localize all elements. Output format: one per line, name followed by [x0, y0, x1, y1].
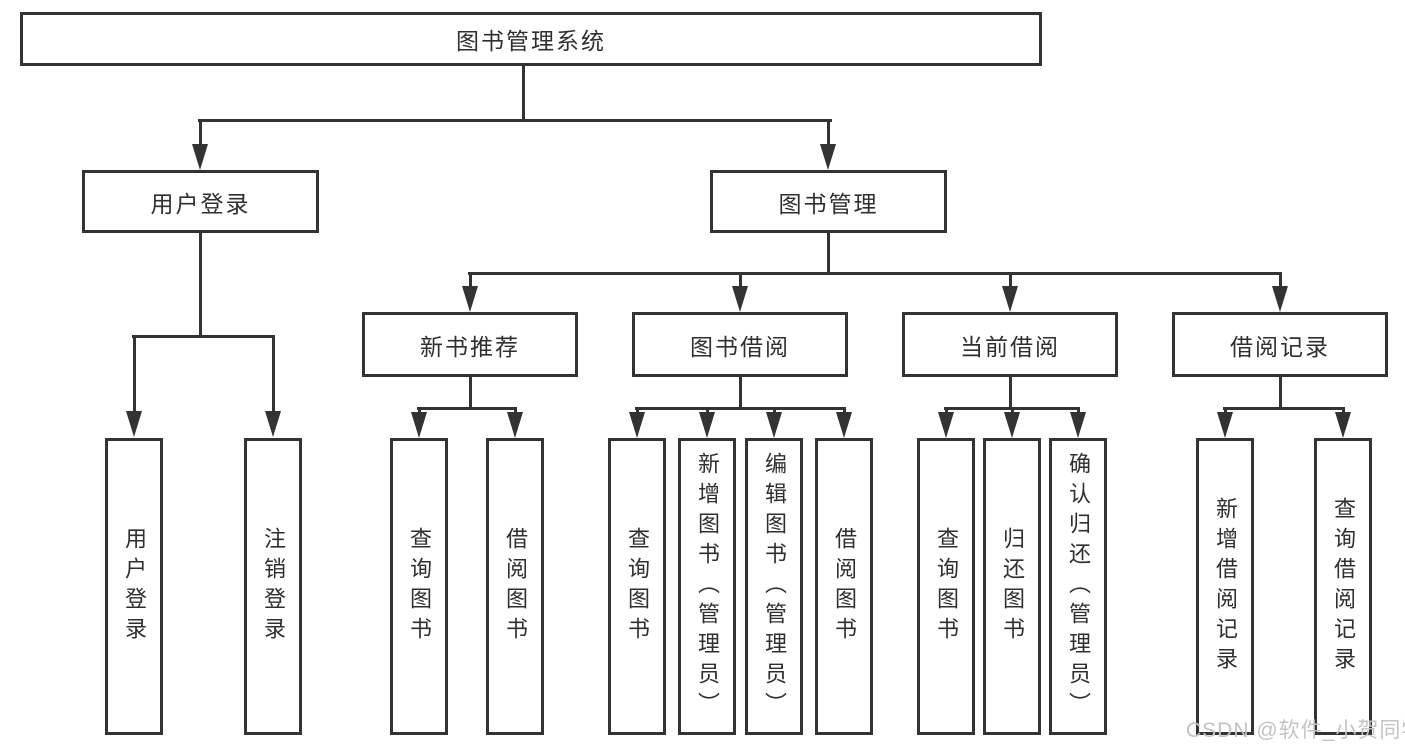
arrow-down-icon	[1070, 412, 1086, 438]
leaf-label: 查询借阅记录	[1331, 496, 1356, 677]
connector-line	[1279, 377, 1282, 409]
connector-line	[1342, 407, 1345, 415]
connector-line	[469, 272, 472, 288]
arrow-down-icon	[938, 412, 954, 438]
connector-line	[773, 407, 776, 415]
leaf-label: 查询图书	[625, 526, 650, 647]
node-label: 借阅记录	[1230, 333, 1330, 360]
connector-line	[1011, 407, 1014, 415]
connector-line	[706, 407, 709, 415]
node-library-management-system: 图书管理系统	[20, 12, 1042, 66]
connector-line	[199, 233, 202, 337]
arrow-down-icon	[1217, 412, 1233, 438]
arrow-down-icon	[126, 411, 142, 437]
connector-line	[469, 377, 472, 409]
leaf-label: 新增借阅记录	[1213, 496, 1238, 677]
connector-line	[1077, 407, 1080, 415]
leaf-query-borrow-record: 查询借阅记录	[1314, 438, 1372, 735]
connector-line	[1223, 407, 1345, 410]
leaf-label: 查询图书	[407, 526, 432, 647]
arrow-down-icon	[1272, 286, 1288, 312]
leaf-label: 借阅图书	[503, 526, 528, 647]
node-label: 图书借阅	[690, 333, 790, 360]
leaf-user-login: 用户登录	[105, 438, 163, 735]
arrow-down-icon	[699, 412, 715, 438]
leaf-label: 新增图书（管理员）	[695, 451, 720, 722]
leaf-edit-book-admin: 编辑图书（管理员）	[745, 438, 803, 735]
leaf-logout: 注销登录	[244, 438, 302, 735]
connector-line	[1224, 407, 1227, 415]
arrow-down-icon	[732, 286, 748, 312]
arrow-down-icon	[1004, 412, 1020, 438]
connector-line	[132, 335, 275, 338]
connector-line	[468, 272, 1282, 275]
arrow-down-icon	[411, 412, 427, 438]
leaf-borrow-books-borrowing: 借阅图书	[815, 438, 873, 735]
leaf-label: 编辑图书（管理员）	[762, 451, 787, 722]
node-new-book-recommendation: 新书推荐	[362, 312, 578, 377]
connector-line	[198, 119, 832, 122]
leaf-label: 借阅图书	[832, 526, 857, 647]
node-label: 图书管理系统	[456, 28, 606, 54]
leaf-label: 确认归还（管理员）	[1066, 451, 1091, 722]
connector-line	[133, 335, 136, 412]
connector-line	[827, 119, 830, 147]
node-label: 当前借阅	[960, 333, 1060, 360]
watermark: CSDN @软件_小贺同学	[1186, 719, 1405, 742]
leaf-label: 归还图书	[1000, 526, 1025, 647]
arrow-down-icon	[1002, 286, 1018, 312]
leaf-query-books-current: 查询图书	[917, 438, 975, 735]
node-user-login: 用户登录	[82, 170, 319, 233]
connector-line	[514, 407, 517, 415]
arrow-down-icon	[507, 412, 523, 438]
node-label: 新书推荐	[420, 333, 520, 360]
node-borrowing-records: 借阅记录	[1172, 312, 1388, 377]
connector-line	[636, 407, 639, 415]
arrow-down-icon	[265, 411, 281, 437]
connector-line	[739, 272, 742, 288]
arrow-down-icon	[836, 412, 852, 438]
arrow-down-icon	[462, 286, 478, 312]
connector-line	[272, 335, 275, 412]
connector-line	[418, 407, 421, 415]
connector-line	[1009, 272, 1012, 288]
leaf-borrow-books-recommend: 借阅图书	[486, 438, 544, 735]
arrow-down-icon	[192, 144, 208, 170]
leaf-label: 注销登录	[261, 526, 286, 647]
connector-line	[945, 407, 948, 415]
leaf-return-books: 归还图书	[983, 438, 1041, 735]
leaf-query-books-recommend: 查询图书	[390, 438, 448, 735]
leaf-query-books-borrowing: 查询图书	[608, 438, 666, 735]
arrow-down-icon	[766, 412, 782, 438]
node-book-management: 图书管理	[710, 170, 947, 233]
leaf-confirm-return-admin: 确认归还（管理员）	[1049, 438, 1107, 735]
connector-line	[827, 233, 830, 274]
leaf-label: 查询图书	[934, 526, 959, 647]
connector-line	[199, 119, 202, 147]
connector-line	[843, 407, 846, 415]
node-label: 用户登录	[150, 190, 251, 217]
arrow-down-icon	[1335, 412, 1351, 438]
arrow-down-icon	[820, 144, 836, 170]
connector-line	[635, 407, 846, 410]
connector-line	[1009, 377, 1012, 409]
leaf-add-borrow-record: 新增借阅记录	[1196, 438, 1254, 735]
leaf-add-book-admin: 新增图书（管理员）	[678, 438, 736, 735]
connector-line	[522, 66, 525, 122]
connector-line	[1279, 272, 1282, 288]
connector-line	[417, 407, 517, 410]
arrow-down-icon	[629, 412, 645, 438]
node-book-borrowing: 图书借阅	[632, 312, 848, 377]
node-current-borrowing: 当前借阅	[902, 312, 1118, 377]
leaf-label: 用户登录	[122, 526, 147, 647]
connector-line	[739, 377, 742, 409]
node-label: 图书管理	[778, 190, 879, 217]
